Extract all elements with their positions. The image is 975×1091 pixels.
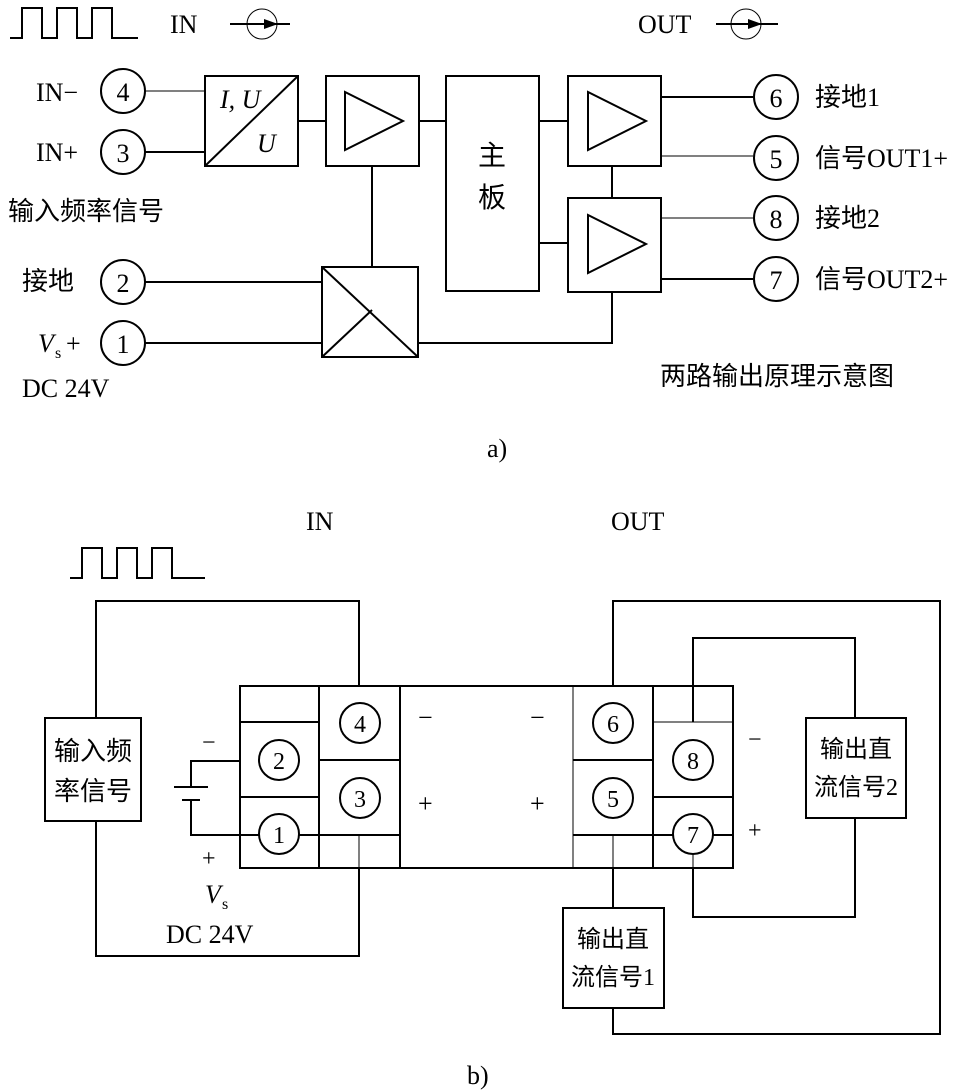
terminal-7-a: 7 [753, 256, 799, 302]
svg-text:主: 主 [478, 140, 506, 172]
diagram-caption: 两路输出原理示意图 [660, 362, 894, 391]
plus-sign: + [530, 789, 545, 818]
terminal-2-b: 2 [258, 739, 300, 781]
power-supply-block [321, 266, 419, 358]
output2-box: 输出直 流信号2 [805, 717, 907, 819]
svg-text:输出直: 输出直 [577, 926, 649, 953]
svg-text:1: 1 [273, 823, 285, 849]
svg-text:5: 5 [770, 145, 783, 174]
terminal-3-b: 3 [339, 777, 381, 819]
converter-block: I, U U [204, 75, 299, 167]
output-plus: + [748, 818, 762, 844]
svg-text:V: V [205, 880, 224, 909]
diagram-a: IN OUT IN− IN+ 输入频率信号 接地 V s + DC 24V 4 [8, 7, 948, 463]
svg-text:2: 2 [117, 269, 130, 298]
svg-text:U: U [257, 129, 278, 158]
pulse-waveform-b-icon [70, 547, 205, 579]
terminal-6-a: 6 [753, 74, 799, 120]
terminal-1-a: 1 [100, 320, 146, 366]
svg-text:率信号: 率信号 [54, 777, 132, 806]
svg-text:3: 3 [354, 787, 366, 813]
in-arrow-icon [230, 8, 290, 40]
terminal-5-a: 5 [753, 135, 799, 181]
terminal-label-out1: 信号OUT1+ [815, 144, 948, 173]
sub-caption-b: b) [467, 1061, 489, 1090]
svg-text:s: s [55, 345, 61, 362]
battery-plus: + [202, 846, 216, 872]
svg-text:1: 1 [117, 330, 130, 359]
supply-label-a: DC 24V [22, 374, 110, 403]
svg-text:7: 7 [687, 823, 699, 849]
supply-label-b: DC 24V [166, 920, 254, 949]
output-amplifier-1 [567, 75, 662, 167]
main-board-block: 主 板 [445, 75, 540, 292]
terminal-6-b: 6 [592, 702, 634, 744]
svg-text:3: 3 [117, 139, 130, 168]
svg-text:I, U: I, U [219, 85, 263, 114]
svg-text:s: s [222, 896, 228, 913]
terminal-5-b: 5 [592, 777, 634, 819]
pulse-waveform-icon [10, 7, 138, 39]
svg-text:8: 8 [770, 205, 783, 234]
terminal-3-a: 3 [100, 129, 146, 175]
vs-plus-label: V s + [38, 329, 81, 362]
svg-text:输出直: 输出直 [820, 736, 892, 763]
output-amplifier-2 [567, 197, 662, 293]
minus-sign: − [530, 703, 545, 732]
module-body [239, 685, 734, 869]
out-label-b: OUT [611, 507, 665, 536]
sub-caption-a: a) [487, 434, 507, 463]
terminal-label-out2: 信号OUT2+ [815, 265, 948, 294]
terminal-8-a: 8 [753, 195, 799, 241]
svg-text:V: V [38, 329, 57, 358]
amplifier-icon [325, 75, 420, 167]
svg-text:2: 2 [273, 749, 285, 775]
input-caption: 输入频率信号 [8, 197, 164, 226]
svg-text:7: 7 [770, 266, 783, 295]
terminal-7-b: 7 [672, 813, 714, 855]
diagram-b: IN OUT 输入频 率信号 4 [44, 507, 941, 1090]
output-minus: − [748, 727, 762, 753]
out-label: OUT [638, 10, 692, 39]
svg-text:流信号2: 流信号2 [814, 774, 898, 801]
svg-text:6: 6 [770, 84, 783, 113]
terminal-8-b: 8 [672, 739, 714, 781]
svg-text:6: 6 [607, 712, 619, 738]
battery-icon [174, 760, 240, 836]
output1-box: 输出直 流信号1 [562, 907, 665, 1009]
in-label-b: IN [306, 507, 334, 536]
terminal-label-ground1: 接地1 [815, 83, 880, 112]
terminal-2-a: 2 [100, 259, 146, 305]
svg-text:板: 板 [478, 182, 506, 214]
svg-text:流信号1: 流信号1 [571, 964, 655, 991]
out-arrow-icon [716, 8, 778, 40]
terminal-label-in-minus: IN− [36, 78, 78, 107]
terminal-label-in-plus: IN+ [36, 138, 78, 167]
terminal-label-ground: 接地 [22, 267, 74, 296]
terminal-1-b: 1 [258, 813, 300, 855]
svg-text:8: 8 [687, 749, 699, 775]
vs-label-b: V s [205, 880, 228, 913]
svg-text:4: 4 [117, 78, 130, 107]
svg-text:+: + [66, 329, 81, 358]
input-signal-box: 输入频 率信号 [44, 717, 142, 822]
in-label: IN [170, 10, 198, 39]
svg-text:4: 4 [354, 712, 366, 738]
minus-sign: − [418, 703, 433, 732]
terminal-label-ground2: 接地2 [815, 204, 880, 233]
battery-minus: − [202, 730, 216, 756]
svg-text:5: 5 [607, 787, 619, 813]
plus-sign: + [418, 789, 433, 818]
terminal-4-a: 4 [100, 68, 146, 114]
svg-text:输入频: 输入频 [54, 737, 132, 766]
terminal-4-b: 4 [339, 702, 381, 744]
